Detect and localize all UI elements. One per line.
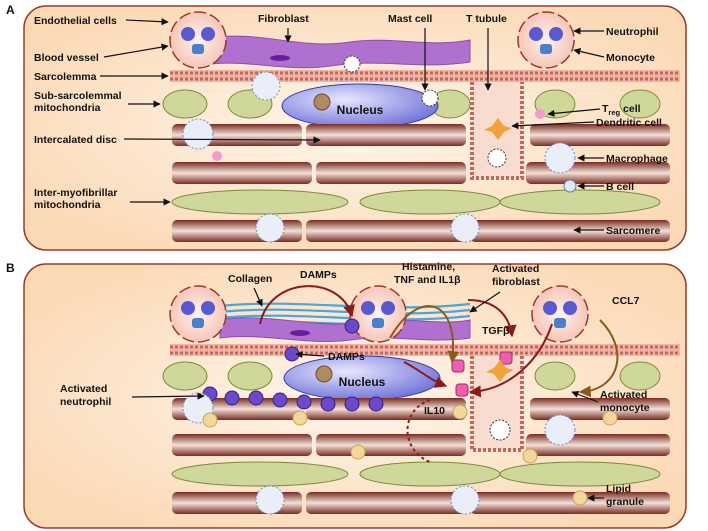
panel-b: B Nucleus bbox=[6, 261, 687, 529]
label-intercalated-disc: Intercalated disc bbox=[34, 134, 117, 146]
panel-a-pointer-arrows bbox=[100, 18, 605, 234]
label-histamine-1: Histamine, bbox=[402, 261, 455, 273]
nucleolus-b bbox=[315, 365, 333, 383]
label-mast-cell: Mast cell bbox=[388, 13, 432, 25]
panel-b-pointer-arrows bbox=[131, 287, 604, 502]
t-cell-a bbox=[212, 151, 222, 161]
intermyofibrillar-mitochondria-b bbox=[171, 461, 661, 487]
mast-cell-a2 bbox=[421, 89, 439, 107]
label-fibroblast: Fibroblast bbox=[258, 13, 309, 25]
label-activated-monocyte-2: monocyte bbox=[600, 402, 650, 414]
nucleus-label-b: Nucleus bbox=[339, 375, 386, 389]
macrophages-a bbox=[182, 71, 576, 243]
label-histamine-2: TNF and IL1β bbox=[394, 274, 461, 286]
label-t-tubule: T tubule bbox=[466, 13, 507, 25]
sarcolemma-membrane-b bbox=[170, 344, 680, 356]
panel-a: A Nucleus bbox=[6, 3, 687, 251]
myofibers-lower-a bbox=[172, 220, 670, 242]
label-monocyte: Monocyte bbox=[606, 52, 655, 64]
signaling-arrows bbox=[259, 285, 619, 398]
intermyofibrillar-mitochondria-a bbox=[171, 189, 661, 215]
label-sarcomere: Sarcomere bbox=[606, 225, 660, 237]
macrophages-b bbox=[182, 392, 576, 515]
label-neutrophil: Neutrophil bbox=[606, 26, 659, 38]
label-damps-mid: DAMPs bbox=[328, 351, 365, 363]
dendritic-cell-a bbox=[484, 118, 512, 140]
blood-vessel-right-a bbox=[517, 11, 575, 69]
label-subsarcolemmal-2: mitochondria bbox=[34, 102, 101, 114]
label-macrophage: Macrophage bbox=[606, 153, 668, 165]
label-activated-neutrophil-2: neutrophil bbox=[60, 396, 111, 408]
activated-fibroblast-body bbox=[219, 317, 471, 343]
mast-cell-ttubule-a bbox=[487, 148, 507, 168]
activated-monocytes bbox=[451, 351, 513, 397]
activated-fibroblast-nucleus bbox=[290, 330, 310, 336]
label-treg-cell: Treg cell bbox=[602, 103, 641, 117]
blood-vessel-left-a bbox=[169, 11, 227, 69]
subsarcolemmal-mitochondria-row bbox=[162, 89, 661, 119]
lipid-granules bbox=[202, 404, 618, 506]
label-activated-fibroblast-2: fibroblast bbox=[492, 276, 540, 288]
mitochondria-row-b bbox=[162, 361, 661, 391]
label-tgfb: TGFβ bbox=[482, 325, 510, 337]
panel-a-letter: A bbox=[6, 3, 15, 17]
label-collagen: Collagen bbox=[228, 273, 272, 285]
label-damps-top: DAMPs bbox=[300, 269, 337, 281]
blood-vessel-left-b bbox=[169, 285, 227, 343]
nucleolus-a bbox=[313, 93, 331, 111]
label-subsarcolemmal-1: Sub-sarcolemmal bbox=[34, 90, 122, 102]
mast-cell-a bbox=[343, 55, 361, 73]
blood-vessel-right-b bbox=[531, 285, 589, 343]
label-endothelial-cells: Endothelial cells bbox=[34, 15, 117, 27]
nucleus-label-a: Nucleus bbox=[337, 103, 384, 117]
b-cell-a bbox=[563, 179, 577, 193]
label-lipid-granule-2: granule bbox=[606, 496, 644, 508]
label-intermyofibrillar-1: Inter-myofibrillar bbox=[34, 187, 117, 199]
label-il10: IL10 bbox=[424, 405, 445, 417]
blood-vessel-mid-b bbox=[349, 285, 407, 343]
treg-cell-a bbox=[535, 109, 545, 119]
label-activated-neutrophil-1: Activated bbox=[60, 383, 107, 395]
panel-b-letter: B bbox=[6, 261, 15, 275]
label-dendritic-cell: Dendritic cell bbox=[596, 117, 662, 129]
label-activated-monocyte-1: Activated bbox=[600, 389, 647, 401]
label-activated-fibroblast-1: Activated bbox=[492, 263, 539, 275]
label-ccl7: CCL7 bbox=[612, 295, 640, 307]
label-intermyofibrillar-2: mitochondria bbox=[34, 199, 101, 211]
label-lipid-granule-1: Lipid bbox=[606, 483, 631, 495]
myofibers-lower-b bbox=[172, 492, 670, 514]
fibroblast-nucleus bbox=[270, 55, 290, 61]
label-sarcolemma: Sarcolemma bbox=[34, 71, 97, 83]
activated-dendritic-cell bbox=[486, 360, 514, 382]
label-b-cell: B cell bbox=[606, 181, 634, 193]
label-blood-vessel: Blood vessel bbox=[34, 52, 99, 64]
